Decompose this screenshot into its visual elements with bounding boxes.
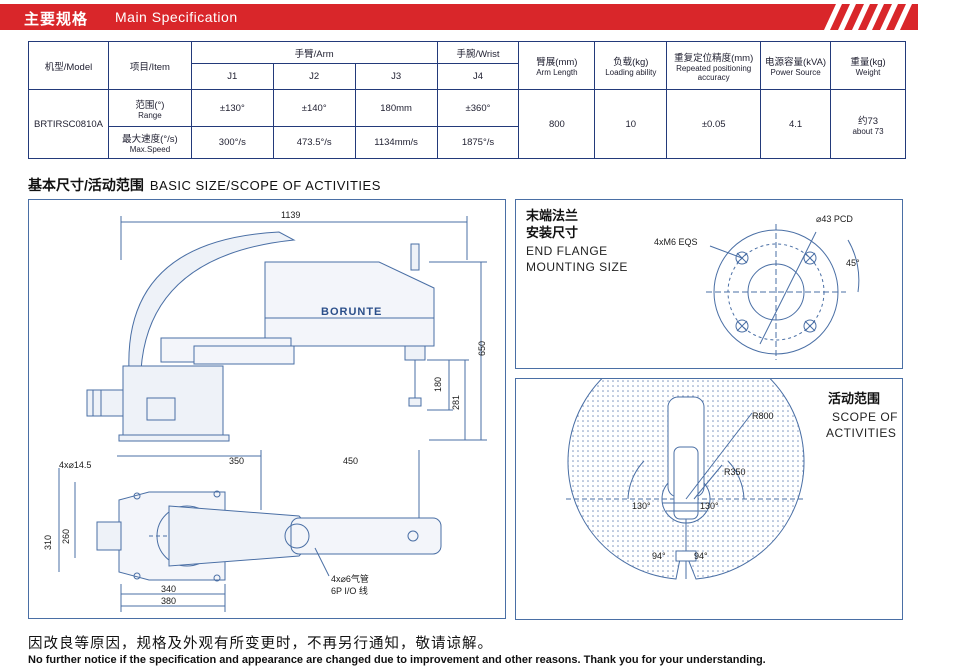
speed-label: 最大速度(°/s)Max.Speed (107, 126, 192, 159)
spec-table: 机型/Model 项目/Item 手臂/Arm 手腕/Wrist 臂展(mm)A… (28, 41, 906, 159)
range-cn: 范围(°) (135, 99, 165, 111)
footer-notice-en: No further notice if the specification a… (28, 654, 766, 666)
speed-j1: 300°/s (190, 126, 274, 159)
header-stripes-decoration (806, 4, 918, 30)
scope-title-cn: 活动范围 (828, 391, 880, 406)
col-arm-header: 手臂/Arm (190, 41, 438, 64)
footer-notice-cn: 因改良等原因，规格及外观有所变更时，不再另行通知，敬请谅解。 (28, 636, 493, 652)
flange-holes-label: 4xM6 EQS (654, 237, 698, 247)
repeat-value: ±0.05 (666, 89, 762, 159)
col-power-header: 电源容量(kVA)Power Source (760, 41, 832, 90)
dim-mounting-holes: 4x⌀14.5 (59, 460, 91, 470)
dim-450: 450 (343, 456, 358, 466)
angle-94-left: 94° (652, 551, 666, 561)
joint-j1: J1 (190, 63, 274, 90)
weight-value-cn: 约73 (857, 115, 879, 127)
io-cable-label: 6P I/O 线 (331, 585, 368, 596)
range-j3: 180mm (354, 89, 438, 127)
section-title: 基本尺寸/活动范围 BASIC SIZE/SCOPE OF ACTIVITIES (28, 175, 381, 195)
load-en: Loading ability (605, 68, 657, 77)
speed-cn: 最大速度(°/s) (122, 134, 178, 145)
basic-size-drawing-panel: 1139 BORUNTE 650 180 281 350 450 4x⌀14.5… (28, 199, 506, 619)
dim-281: 281 (451, 395, 461, 410)
dim-260: 260 (61, 529, 71, 544)
flange-title-en-2: MOUNTING SIZE (526, 260, 628, 274)
radius-350-label: R350 (724, 467, 746, 477)
range-j2: ±140° (272, 89, 356, 127)
power-en: Power Source (770, 68, 821, 77)
load-value: 10 (594, 89, 668, 159)
col-model-header: 机型/Model (28, 41, 109, 90)
armlength-value: 800 (518, 89, 596, 159)
dim-180: 180 (433, 377, 443, 392)
dim-380: 380 (161, 596, 176, 606)
col-armlength-header: 臂展(mm)Arm Length (518, 41, 596, 90)
scope-drawing: 活动范围 SCOPE OF ACTIVITIES R800 R350 130° … (566, 342, 898, 580)
weight-en: Weight (855, 68, 881, 77)
dim-340: 340 (161, 584, 176, 594)
flange-title-cn-1: 末端法兰 (525, 208, 578, 223)
col-load-header: 负载(kg)Loading ability (594, 41, 668, 90)
angle-94-right: 94° (694, 551, 708, 561)
armlength-en: Arm Length (536, 68, 578, 77)
speed-j2: 473.5°/s (272, 126, 356, 159)
speed-j3: 1134mm/s (354, 126, 438, 159)
armlength-cn: 臂展(mm) (536, 57, 578, 68)
dim-350: 350 (229, 456, 244, 466)
end-flange-drawing: 末端法兰 安装尺寸 END FLANGE MOUNTING SIZE 4xM6 … (525, 208, 860, 360)
speed-j4: 1875°/s (436, 126, 520, 159)
angle-130-right: 130° (700, 501, 719, 511)
range-j1: ±130° (190, 89, 274, 127)
dim-310: 310 (43, 535, 53, 550)
weight-cn: 重量(kg) (850, 57, 886, 68)
section-title-cn: 基本尺寸/活动范围 (28, 177, 144, 193)
header-title-cn: 主要规格 (24, 11, 89, 28)
flange-angle-label: 45° (846, 258, 860, 268)
col-item-header: 项目/Item (107, 41, 192, 90)
section-title-en: BASIC SIZE/SCOPE OF ACTIVITIES (149, 178, 381, 193)
radius-800-label: R800 (752, 411, 774, 421)
brand-logo-text: BORUNTE (321, 306, 382, 318)
dim-1139: 1139 (281, 210, 300, 220)
repeat-en: Repeated positioning accuracy (676, 63, 752, 82)
end-flange-panel: 末端法兰 安装尺寸 END FLANGE MOUNTING SIZE 4xM6 … (515, 199, 903, 369)
flange-title-en-1: END FLANGE (526, 244, 608, 258)
joint-j3: J3 (354, 63, 438, 90)
flange-title-cn-2: 安装尺寸 (526, 225, 578, 240)
flange-pcd-label: ⌀43 PCD (816, 214, 853, 224)
scope-title-en-2: ACTIVITIES (826, 426, 896, 440)
scope-title-en-1: SCOPE OF (832, 410, 898, 424)
load-cn: 负载(kg) (613, 57, 649, 68)
dim-650: 650 (477, 341, 487, 356)
speed-en: Max.Speed (129, 145, 171, 154)
power-cn: 电源容量(kVA) (765, 57, 827, 68)
power-value: 4.1 (760, 89, 832, 159)
range-label: 范围(°)Range (107, 89, 192, 127)
col-wrist-header: 手腕/Wrist (436, 41, 520, 64)
air-tube-label: 4x⌀6气管 (331, 573, 369, 584)
col-repeat-header: 重复定位精度(mm)Repeated positioning accuracy (666, 41, 762, 90)
basic-size-drawing: 1139 BORUNTE 650 180 281 350 450 4x⌀14.5… (43, 210, 487, 612)
angle-130-left: 130° (632, 501, 651, 511)
header-bar: 主要规格 Main Specification (0, 4, 918, 30)
range-en: Range (138, 110, 162, 120)
col-weight-header: 重量(kg)Weight (830, 41, 906, 90)
scope-of-activities-panel: 活动范围 SCOPE OF ACTIVITIES R800 R350 130° … (515, 342, 903, 620)
range-j4: ±360° (436, 89, 520, 127)
repeat-cn: 重复定位精度(mm) (674, 52, 754, 64)
joint-j4: J4 (436, 63, 520, 90)
header-title-en: Main Specification (115, 9, 238, 25)
weight-value-en: about 73 (852, 126, 884, 136)
model-value: BRTIRSC0810A (28, 89, 109, 159)
joint-j2: J2 (272, 63, 356, 90)
